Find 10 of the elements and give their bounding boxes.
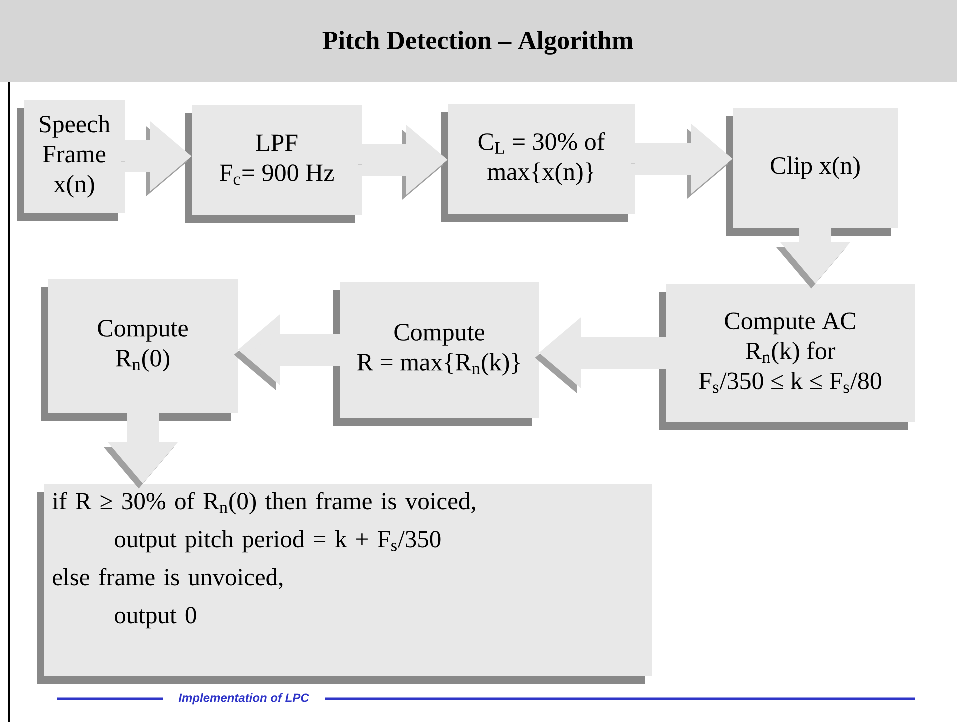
process-box: Compute R$_{n}$(0) (41, 279, 238, 421)
process-box: Clip x(n) (726, 108, 898, 236)
process-box: C$_{L}$ = 30% of max{x(n)} (441, 104, 635, 222)
footer: Implementation of LPC (57, 693, 916, 705)
process-box: LPF F$_{c}$= 900 Hz (185, 105, 362, 223)
title-bar: Pitch Detection – Algorithm (0, 0, 957, 82)
process-box: Speech Frame x(n) (17, 100, 125, 221)
text-box: if R ≥ 30% of R$_{n}$(0) then frame is voiced, output pitch period = k + F$_{s}$/350 else frame is unvoiced, output 0 (37, 484, 652, 684)
process-box: Compute AC R$_{n}$(k) for F$_{s}$/350 ≤ k ≤ F$_{s}$/80 (659, 284, 916, 430)
process-box: Compute R = max{R$_{n}$(k)} (333, 282, 539, 426)
